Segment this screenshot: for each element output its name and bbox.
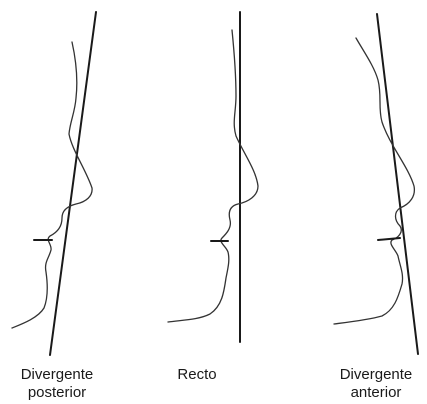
profile-curve-anterior	[334, 38, 414, 324]
lip-line-anterior	[378, 238, 400, 240]
reference-line-posterior	[50, 12, 96, 355]
caption-line-2: anterior	[326, 384, 426, 402]
panel-divergente-anterior	[334, 14, 418, 354]
caption-recto: Recto	[162, 366, 232, 384]
profile-curve-posterior	[12, 42, 92, 328]
caption-line-1: Divergente	[326, 366, 426, 384]
profile-curve-recto	[168, 30, 258, 322]
caption-line-1: Recto	[162, 366, 232, 384]
caption-divergente-anterior: Divergente anterior	[326, 366, 426, 402]
reference-line-anterior	[377, 14, 418, 354]
caption-line-1: Divergente	[2, 366, 112, 384]
panel-divergente-posterior	[12, 12, 96, 355]
caption-divergente-posterior: Divergente posterior	[2, 366, 112, 402]
panel-recto	[168, 12, 258, 342]
caption-line-2: posterior	[2, 384, 112, 402]
